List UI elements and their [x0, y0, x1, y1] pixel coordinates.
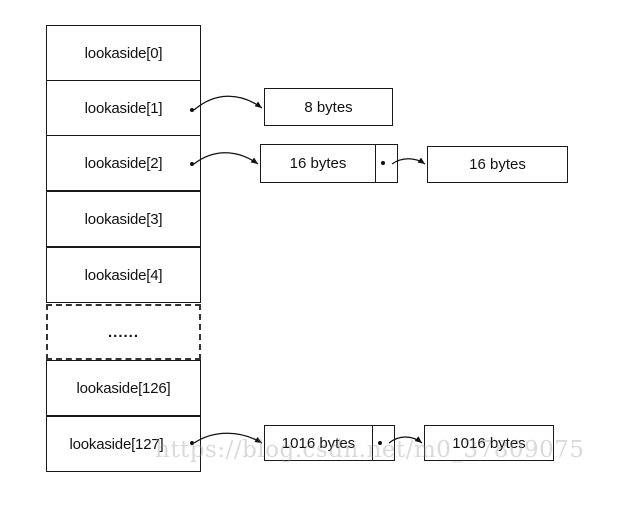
watermark: https://blog.csdn.net/m0_37809075 [155, 437, 585, 463]
chunk-16-bytes-b-label: 16 bytes [469, 156, 526, 173]
pointer-dot-2 [190, 162, 194, 166]
pointer-dot-1 [190, 108, 194, 112]
chunk-1016-bytes-a-label: 1016 bytes [281, 434, 356, 452]
chunk-16-bytes-a: 16 bytes [260, 144, 398, 183]
lookaside-label-1: lookaside[1] [84, 99, 163, 117]
lookaside-label-3: lookaside[3] [84, 210, 163, 228]
lookaside-cell-1: lookaside[1] [46, 80, 201, 136]
next-pointer-dot [381, 161, 385, 165]
chunk-1016-bytes-a-next-pointer [372, 426, 394, 460]
chunk-16-bytes-a-next-pointer [375, 145, 397, 182]
lookaside-cell-127: lookaside[127] [46, 416, 201, 472]
chunk-16-bytes-b: 16 bytes [427, 146, 568, 183]
lookaside-cell-3: lookaside[3] [46, 191, 201, 247]
chunk-8-bytes-label: 8 bytes [304, 98, 353, 116]
lookaside-ellipsis-cell: ...... [46, 304, 201, 360]
lookaside-label-0: lookaside[0] [84, 44, 163, 62]
chunk-8-bytes: 8 bytes [264, 88, 393, 126]
lookaside-label-2: lookaside[2] [84, 154, 163, 172]
chunk-1016-bytes-a: 1016 bytes [264, 425, 395, 461]
lookaside-label-4: lookaside[4] [84, 266, 163, 284]
lookaside-cell-0: lookaside[0] [46, 25, 201, 81]
lookaside-cell-126: lookaside[126] [46, 360, 201, 416]
arrow-row1 [193, 95, 263, 111]
chunk-1016-bytes-b-label: 1016 bytes [452, 434, 526, 452]
lookaside-label-127: lookaside[127] [69, 435, 164, 453]
lookaside-label-126: lookaside[126] [76, 379, 171, 397]
lookaside-ellipsis: ...... [107, 323, 139, 341]
chunk-1016-bytes-b: 1016 bytes [424, 425, 554, 461]
lookaside-cell-2: lookaside[2] [46, 135, 201, 191]
arrow-row2 [193, 152, 259, 165]
lookaside-cell-4: lookaside[4] [46, 247, 201, 303]
chunk-16-bytes-a-label: 16 bytes [289, 155, 347, 172]
lookaside-table: lookaside[0] lookaside[1] lookaside[2] l… [46, 25, 201, 473]
pointer-dot-127 [190, 441, 194, 445]
next-pointer-dot [378, 441, 382, 445]
